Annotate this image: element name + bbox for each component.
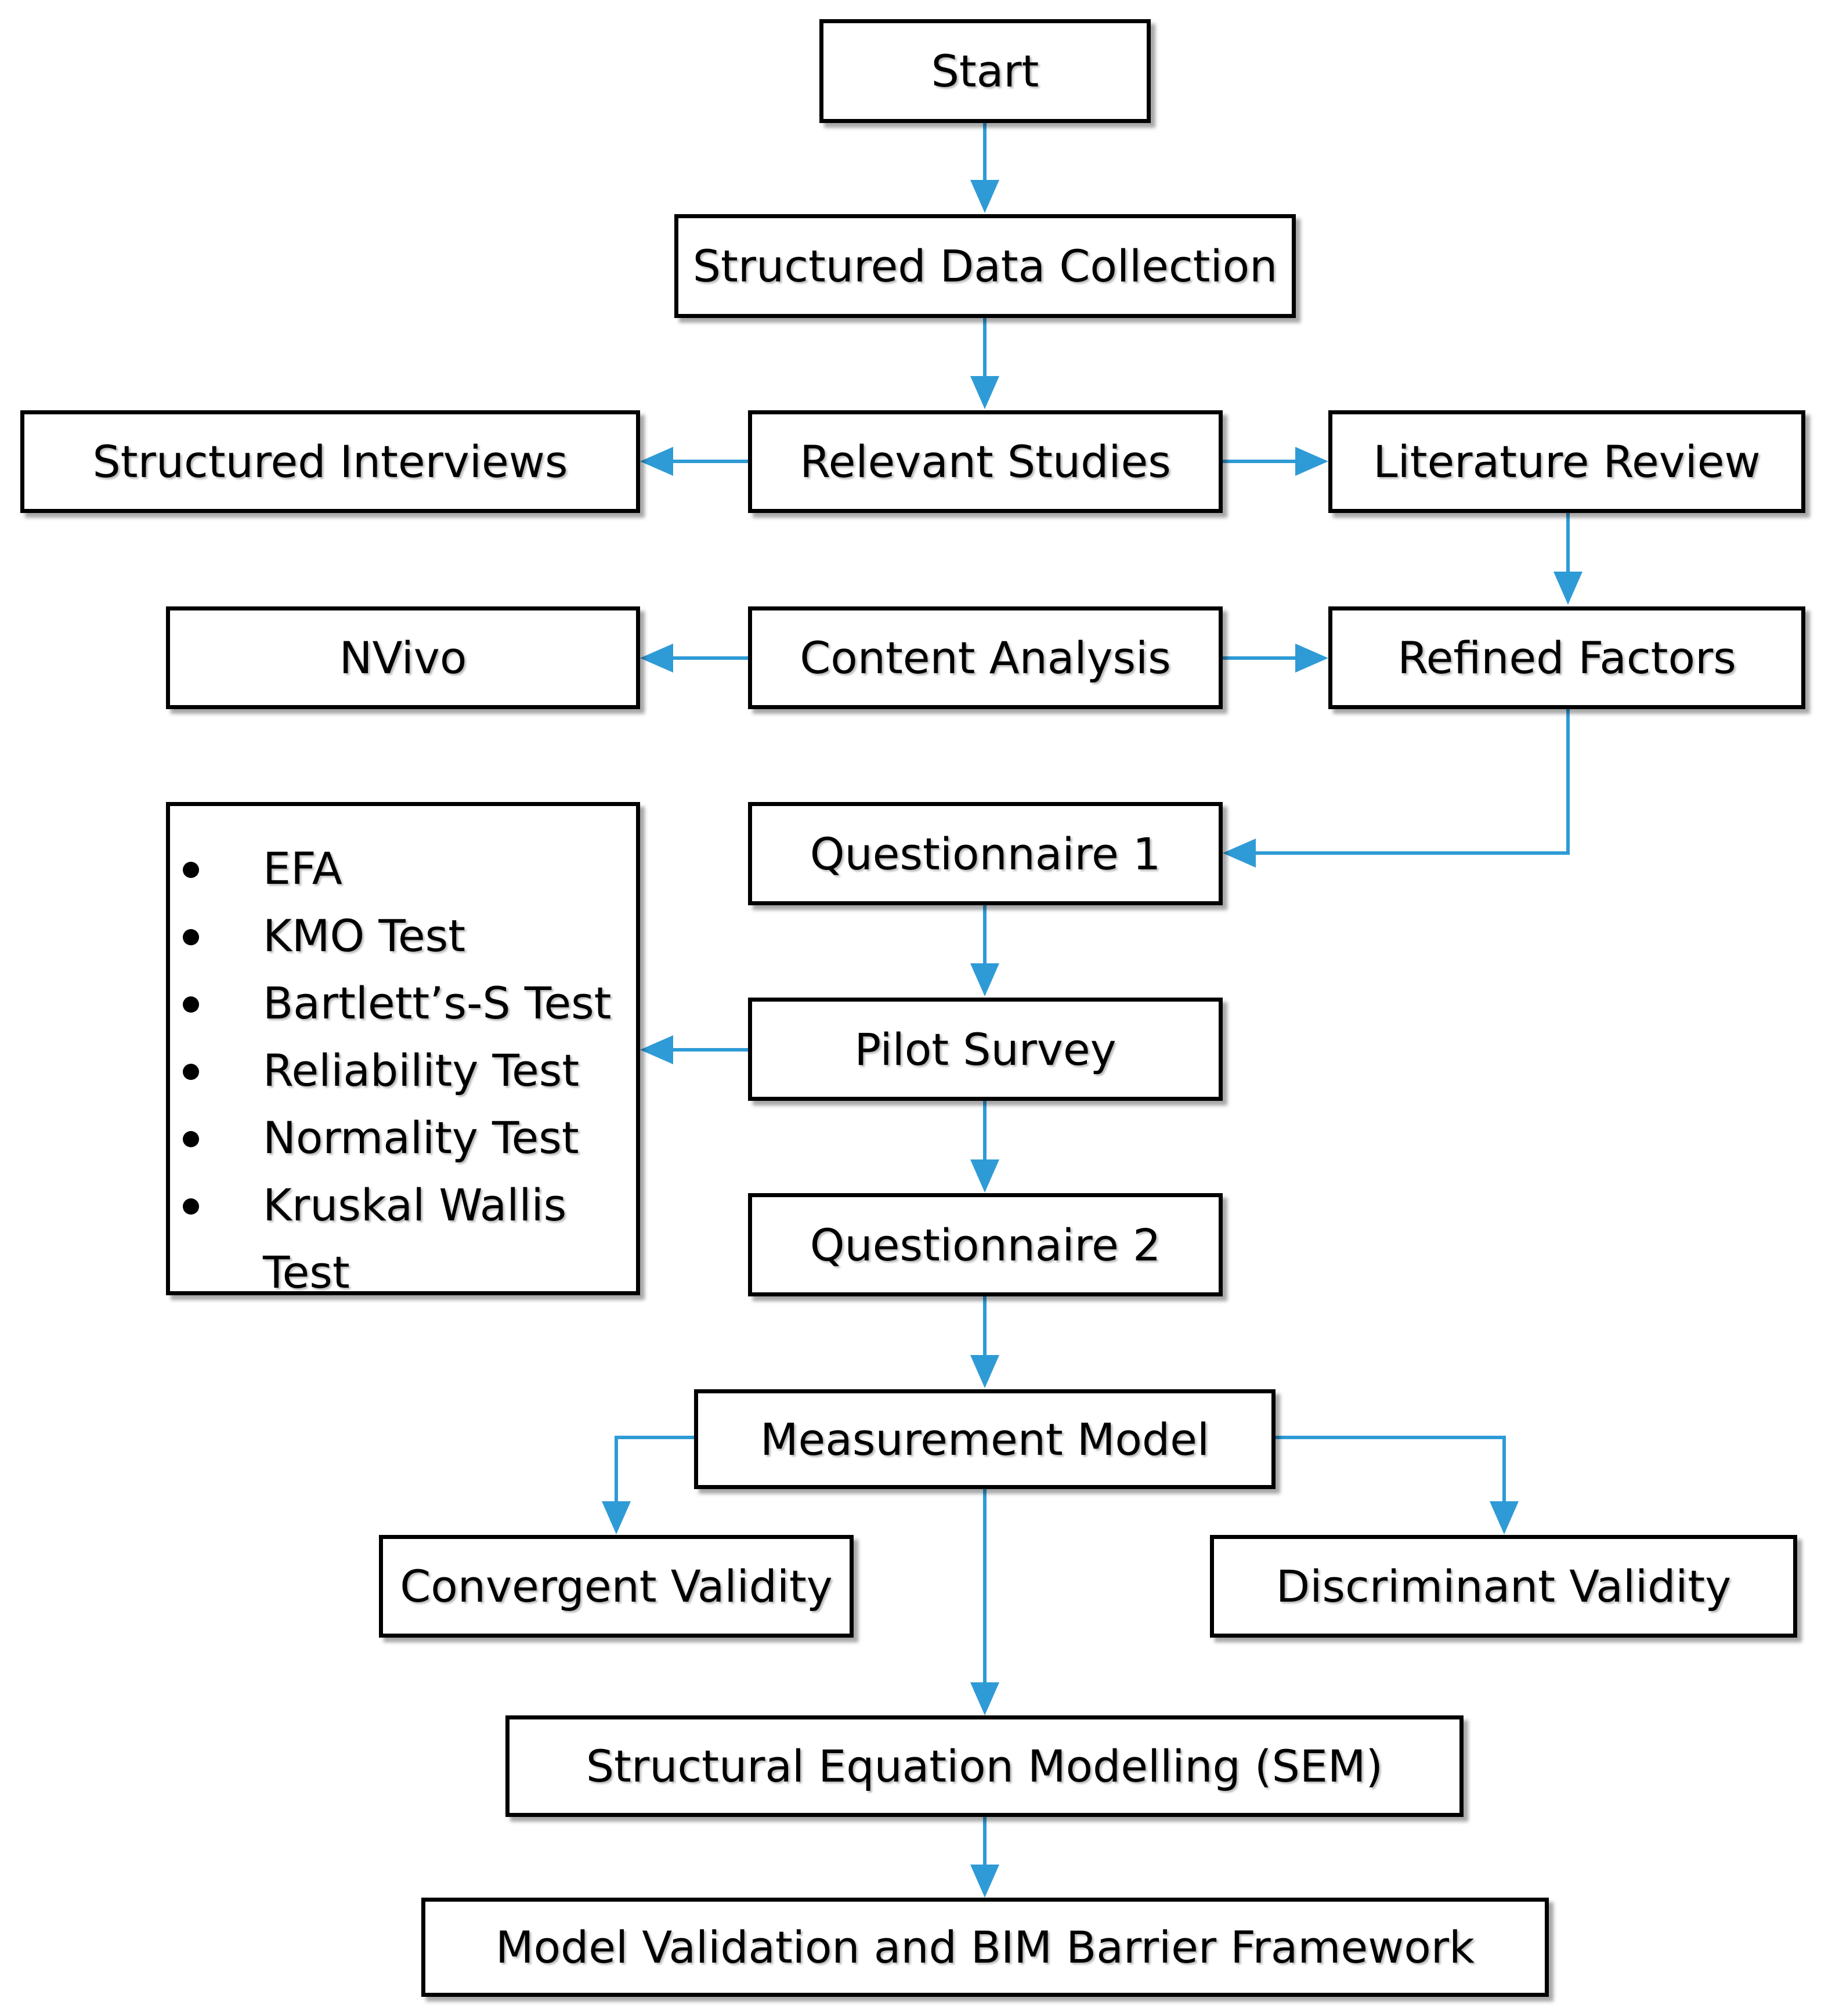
- node-refined-factors-label: Refined Factors: [1397, 632, 1736, 684]
- node-questionnaire-1-label: Questionnaire 1: [810, 828, 1161, 880]
- arrowhead-content-to-nvivo: [640, 644, 673, 673]
- bullet-icon: [183, 862, 199, 878]
- arrowhead-collection-to-studies: [970, 376, 999, 409]
- node-content-analysis: Content Analysis: [748, 606, 1223, 709]
- node-nvivo-label: NVivo: [339, 632, 467, 684]
- bullet-icon: [183, 1198, 199, 1215]
- node-discriminant-validity-label: Discriminant Validity: [1276, 1560, 1732, 1612]
- pilot-test-item: Reliability Test: [170, 1037, 636, 1104]
- arrow-refined-to-questionnaire1: [1256, 709, 1570, 855]
- node-nvivo: NVivo: [166, 606, 640, 709]
- node-structured-data-collection-label: Structured Data Collection: [692, 240, 1278, 292]
- node-sem: Structural Equation Modelling (SEM): [505, 1715, 1464, 1817]
- node-literature-review: Literature Review: [1328, 410, 1805, 513]
- pilot-test-item: KMO Test: [170, 902, 636, 970]
- arrowhead-questionnaire2-to-measurement: [970, 1355, 999, 1388]
- node-pilot-survey-label: Pilot Survey: [854, 1023, 1117, 1075]
- node-questionnaire-1: Questionnaire 1: [748, 802, 1223, 905]
- node-start: Start: [819, 19, 1151, 123]
- arrowhead-questionnaire1-to-pilot: [970, 963, 999, 996]
- arrowhead-content-to-refined: [1295, 644, 1328, 673]
- node-structured-interviews-label: Structured Interviews: [92, 436, 568, 487]
- arrow-measurement-to-convergent: [615, 1436, 694, 1501]
- arrowhead-refined-to-questionnaire1: [1223, 839, 1256, 868]
- node-questionnaire-2: Questionnaire 2: [748, 1193, 1223, 1296]
- pilot-test-label: KMO Test: [263, 910, 466, 962]
- arrowhead-studies-to-interviews: [640, 447, 673, 476]
- pilot-test-item: Bartlett’s-S Test: [170, 970, 636, 1037]
- node-content-analysis-label: Content Analysis: [800, 632, 1171, 684]
- arrowhead-measurement-to-convergent: [602, 1501, 631, 1534]
- pilot-test-label: Bartlett’s-S Test: [263, 977, 612, 1029]
- arrowhead-pilot-to-questionnaire2: [970, 1159, 999, 1193]
- node-structured-data-collection: Structured Data Collection: [674, 214, 1296, 318]
- node-structured-interviews: Structured Interviews: [20, 410, 640, 513]
- pilot-test-item: Kruskal Wallis Test: [170, 1172, 636, 1306]
- arrowhead-pilot-to-tests: [640, 1035, 673, 1064]
- arrowhead-measurement-to-sem: [970, 1682, 999, 1715]
- bullet-icon: [183, 996, 199, 1013]
- node-measurement-model: Measurement Model: [694, 1389, 1276, 1489]
- node-model-validation-label: Model Validation and BIM Barrier Framewo…: [495, 1921, 1475, 1973]
- node-start-label: Start: [931, 45, 1039, 97]
- bullet-icon: [183, 1064, 199, 1080]
- node-relevant-studies-label: Relevant Studies: [800, 436, 1171, 487]
- pilot-test-item: Normality Test: [170, 1104, 636, 1172]
- node-convergent-validity: Convergent Validity: [379, 1535, 854, 1638]
- node-discriminant-validity: Discriminant Validity: [1210, 1535, 1797, 1638]
- node-questionnaire-2-label: Questionnaire 2: [810, 1219, 1161, 1271]
- node-convergent-validity-label: Convergent Validity: [400, 1560, 833, 1612]
- node-relevant-studies: Relevant Studies: [748, 410, 1223, 513]
- arrowhead-sem-to-validation: [970, 1865, 999, 1898]
- node-literature-review-label: Literature Review: [1373, 436, 1761, 487]
- arrowhead-measurement-to-discriminant: [1490, 1501, 1519, 1534]
- node-model-validation: Model Validation and BIM Barrier Framewo…: [421, 1898, 1549, 1997]
- node-measurement-model-label: Measurement Model: [760, 1413, 1210, 1465]
- arrow-measurement-to-discriminant: [1276, 1436, 1506, 1501]
- node-sem-label: Structural Equation Modelling (SEM): [586, 1740, 1383, 1792]
- arrowhead-studies-to-literature: [1295, 447, 1328, 476]
- node-pilot-survey: Pilot Survey: [748, 998, 1223, 1101]
- pilot-test-item: EFA: [170, 835, 636, 902]
- arrowhead-start-to-collection: [970, 180, 999, 213]
- pilot-test-label: Normality Test: [263, 1112, 579, 1164]
- bullet-icon: [183, 1131, 199, 1147]
- arrowhead-literature-to-refined: [1553, 572, 1582, 605]
- pilot-test-label: Reliability Test: [263, 1045, 580, 1096]
- node-refined-factors: Refined Factors: [1328, 606, 1805, 709]
- pilot-test-label: Kruskal Wallis Test: [263, 1179, 567, 1298]
- pilot-test-label: EFA: [263, 843, 342, 894]
- bullet-icon: [183, 929, 199, 945]
